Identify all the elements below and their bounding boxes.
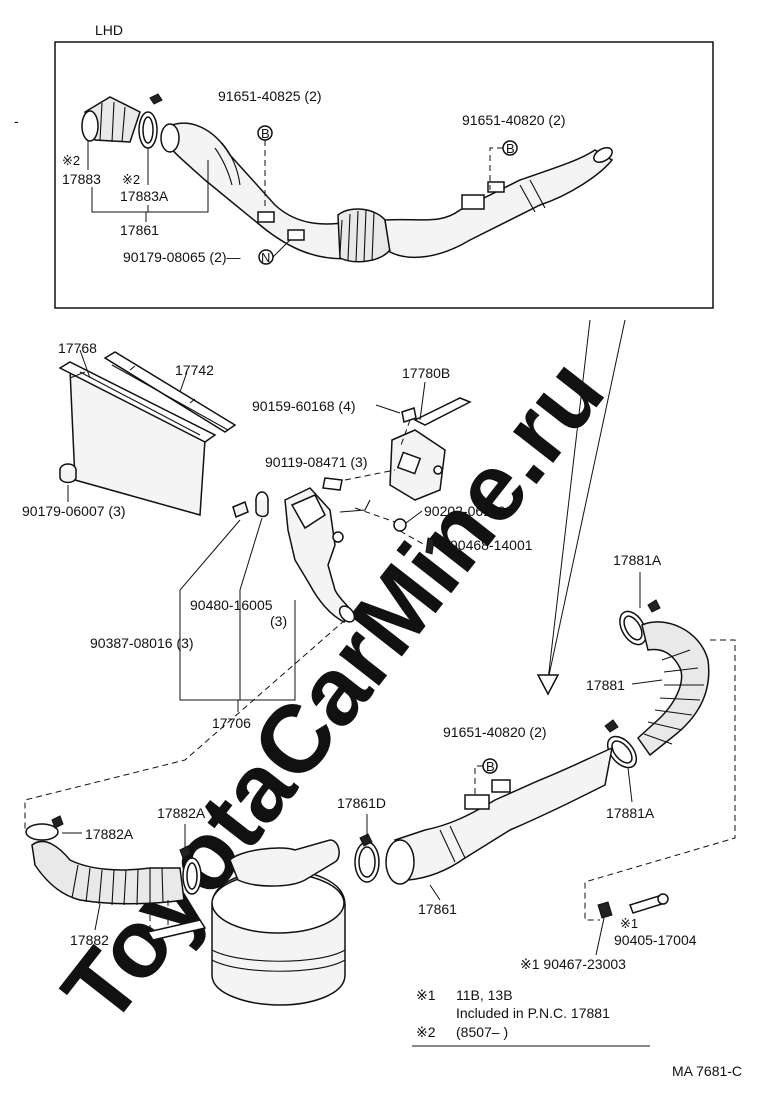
bolt-90405-17004 <box>629 893 669 914</box>
note1-symbol: ※1 <box>416 987 436 1003</box>
bracket-assy-17780B <box>389 397 472 501</box>
intake-duct-17706 <box>284 487 371 623</box>
lhd-label: LHD <box>95 22 123 38</box>
callout-17883A: 17883A <box>120 188 169 204</box>
callout-17861-bottom: 17861 <box>418 901 457 917</box>
callout-note1-small: ※1 <box>620 916 638 931</box>
clamp-17881A-bottom <box>604 719 638 769</box>
callout-90467-23003: ※1 90467-23003 <box>520 956 626 972</box>
air-duct-17861-bottom <box>385 746 614 885</box>
bracket-17742 <box>103 351 237 433</box>
callout-note2-a: ※2 <box>62 153 80 168</box>
callout-17882A: 17882A <box>85 826 134 842</box>
callout-90179-06007: 90179-06007 (3) <box>22 503 126 519</box>
collar-90480-16005 <box>255 491 269 518</box>
callout-90480-16005: 90480-16005 <box>190 597 273 613</box>
note1-line2: Included in P.N.C. 17881 <box>456 1005 610 1021</box>
grommet-90387-08016 <box>232 500 249 519</box>
callout-90119-08471: 90119-08471 (3) <box>265 454 367 470</box>
hose-17883 <box>81 96 141 143</box>
marker-b-1-text: B <box>261 126 270 141</box>
callout-91651-40820-bottom: 91651-40820 (2) <box>443 724 547 740</box>
shield-plate-17768 <box>58 361 217 516</box>
clamp-17881A-top <box>619 599 661 646</box>
nut-90179-06007 <box>59 463 77 484</box>
bellows-top <box>337 208 391 263</box>
callout-17882: 17882 <box>70 932 109 948</box>
callout-91651-40820-top: 91651-40820 (2) <box>462 112 566 128</box>
bracket-lower-left <box>146 900 207 941</box>
clip-90467-23003 <box>597 901 613 919</box>
note2-symbol: ※2 <box>416 1024 436 1040</box>
callout-17881A-bottom: 17881A <box>606 805 655 821</box>
callout-90405-17004: 90405-17004 <box>614 932 697 948</box>
callout-17768: 17768 <box>58 340 97 356</box>
callout-90468-14001: 90468-14001 <box>450 537 533 553</box>
hose-17881 <box>637 621 710 757</box>
clip-90468-14001 <box>425 537 435 555</box>
callout-90387-08016: 90387-08016 (3) <box>90 635 194 651</box>
air-cleaner <box>211 839 346 1006</box>
bolt-90159-60168 <box>401 407 417 423</box>
callout-90179-08065: 90179-08065 (2)— <box>123 249 241 265</box>
lhd-inset-frame <box>54 41 714 309</box>
callout-qty-3: (3) <box>270 613 287 629</box>
stray-mark: - <box>14 113 19 129</box>
callout-17883: 17883 <box>62 171 101 187</box>
bolt-90119-08471 <box>322 477 343 491</box>
clamp-17882A <box>179 845 202 895</box>
marker-n-1-text: N <box>261 250 270 265</box>
marker-b-2-text: B <box>506 141 515 156</box>
hose-17882 <box>31 840 185 906</box>
callout-90202-06119: 90202-06119 <box>424 503 506 519</box>
callout-90159-60168: 90159-60168 (4) <box>252 398 356 414</box>
callout-17861D: 17861D <box>337 795 386 811</box>
air-duct-right-top <box>384 147 614 259</box>
clamp-17883A <box>138 93 163 149</box>
note2-line1: (8507– ) <box>456 1024 508 1040</box>
callout-17882A-left: 17882A <box>157 805 206 821</box>
callout-17706: 17706 <box>212 715 251 731</box>
air-duct-17861-top <box>160 122 356 260</box>
callout-17861-top: 17861 <box>120 222 159 238</box>
nut-90202-06119 <box>393 518 407 532</box>
callout-17780B: 17780B <box>402 365 450 381</box>
callout-17742: 17742 <box>175 362 214 378</box>
clamp-17882A-left <box>25 815 64 841</box>
callout-91651-40825: 91651-40825 (2) <box>218 88 322 104</box>
note1-line1: 11B, 13B <box>456 987 513 1003</box>
callout-17881: 17881 <box>586 677 625 693</box>
pointer-arrow <box>547 319 626 681</box>
callout-17881A-top: 17881A <box>613 552 662 568</box>
clamp-17861D <box>354 833 380 883</box>
callout-note2-b: ※2 <box>122 172 140 187</box>
figure-code: MA 7681-C <box>672 1063 742 1079</box>
marker-b-3-text: B <box>486 759 495 774</box>
